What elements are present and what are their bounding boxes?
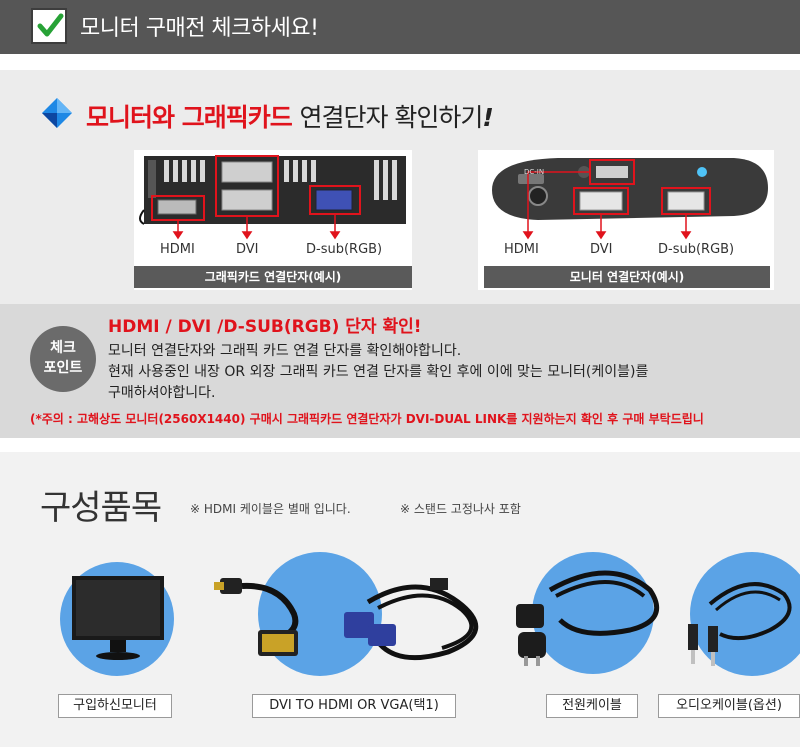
monitor-dcin-label: DC-IN (524, 168, 545, 176)
cable-adapter-icon (214, 578, 299, 656)
components-title: 구성품목 (40, 488, 162, 528)
components-note-stand: ※ 스탠드 고정나사 포함 (400, 502, 521, 516)
connector-title-highlight: 모니터와 그래픽카드 (86, 103, 293, 132)
check-mark-icon (31, 8, 67, 44)
components-section: 구성품목 ※ HDMI 케이블은 별매 입니다. ※ 스탠드 고정나사 포함 (0, 452, 800, 747)
checkpoint-line-3: 구매하셔야합니다. (108, 385, 216, 401)
monitor-caption: 모니터 연결단자(예시) (484, 266, 770, 288)
checkpoint-badge: 체크 포인트 (30, 326, 96, 392)
checkpoint-section: 체크 포인트 HDMI / DVI /D-SUB(RGB) 단자 확인! 모니터… (0, 304, 800, 438)
diamond-icon (42, 98, 72, 128)
monitor-port-label-dvi: DVI (590, 242, 613, 257)
item-label-dvi-adapter: DVI TO HDMI OR VGA(택1) (252, 694, 456, 718)
checkpoint-line-1: 모니터 연결단자와 그래픽 카드 연결 단자를 확인해야합니다. (108, 343, 462, 359)
gpu-port-label-dvi: DVI (236, 242, 259, 257)
power-cable-icon (516, 570, 660, 666)
connector-section: 모니터와 그래픽카드 연결단자 확인하기! (0, 70, 800, 304)
connector-title-rest: 연결단자 확인하기 (299, 103, 483, 132)
item-label-power-cable: 전원케이블 (546, 694, 638, 718)
monitor-port-label-hdmi: HDMI (504, 242, 539, 257)
graphics-card-bracket-icon (139, 155, 406, 240)
graphics-card-photo: HDMI DVI D-sub(RGB) 그래픽카드 연결단자(예시) (134, 150, 412, 290)
checkpoint-line-2: 현재 사용중인 내장 OR 외장 그래픽 카드 연결 단자를 확인 후에 이에 … (108, 364, 649, 380)
gpu-port-label-dsub: D-sub(RGB) (306, 242, 383, 257)
header-bar: 모니터 구매전 체크하세요! (0, 0, 800, 54)
page-title: 모니터 구매전 체크하세요! (80, 16, 319, 41)
item-label-monitor: 구입하신모니터 (58, 694, 172, 718)
monitor-port-label-dsub: D-sub(RGB) (658, 242, 735, 257)
checkpoint-heading: HDMI / DVI /D-SUB(RGB) 단자 확인! (108, 317, 422, 337)
connector-title-mark: ! (482, 103, 493, 132)
vga-cable-icon (344, 578, 479, 661)
components-note-hdmi: ※ HDMI 케이블은 별매 입니다. (190, 502, 351, 516)
connector-title: 모니터와 그래픽카드 연결단자 확인하기! (86, 98, 494, 134)
monitor-port-panel-icon (492, 158, 768, 240)
gpu-port-label-hdmi: HDMI (160, 242, 195, 257)
monitor-icon (72, 576, 164, 660)
graphics-card-caption: 그래픽카드 연결단자(예시) (134, 266, 412, 288)
audio-cable-icon (688, 582, 792, 666)
item-label-audio-cable: 오디오케이블(옵션) (658, 694, 800, 718)
checkpoint-warning: (*주의 : 고해상도 모니터(2560X1440) 구매시 그래픽카드 연결단… (30, 412, 704, 426)
monitor-ports-photo: DC-IN HDMI DVI D-sub(RGB) 모니터 연결단자(예시) (478, 150, 774, 290)
